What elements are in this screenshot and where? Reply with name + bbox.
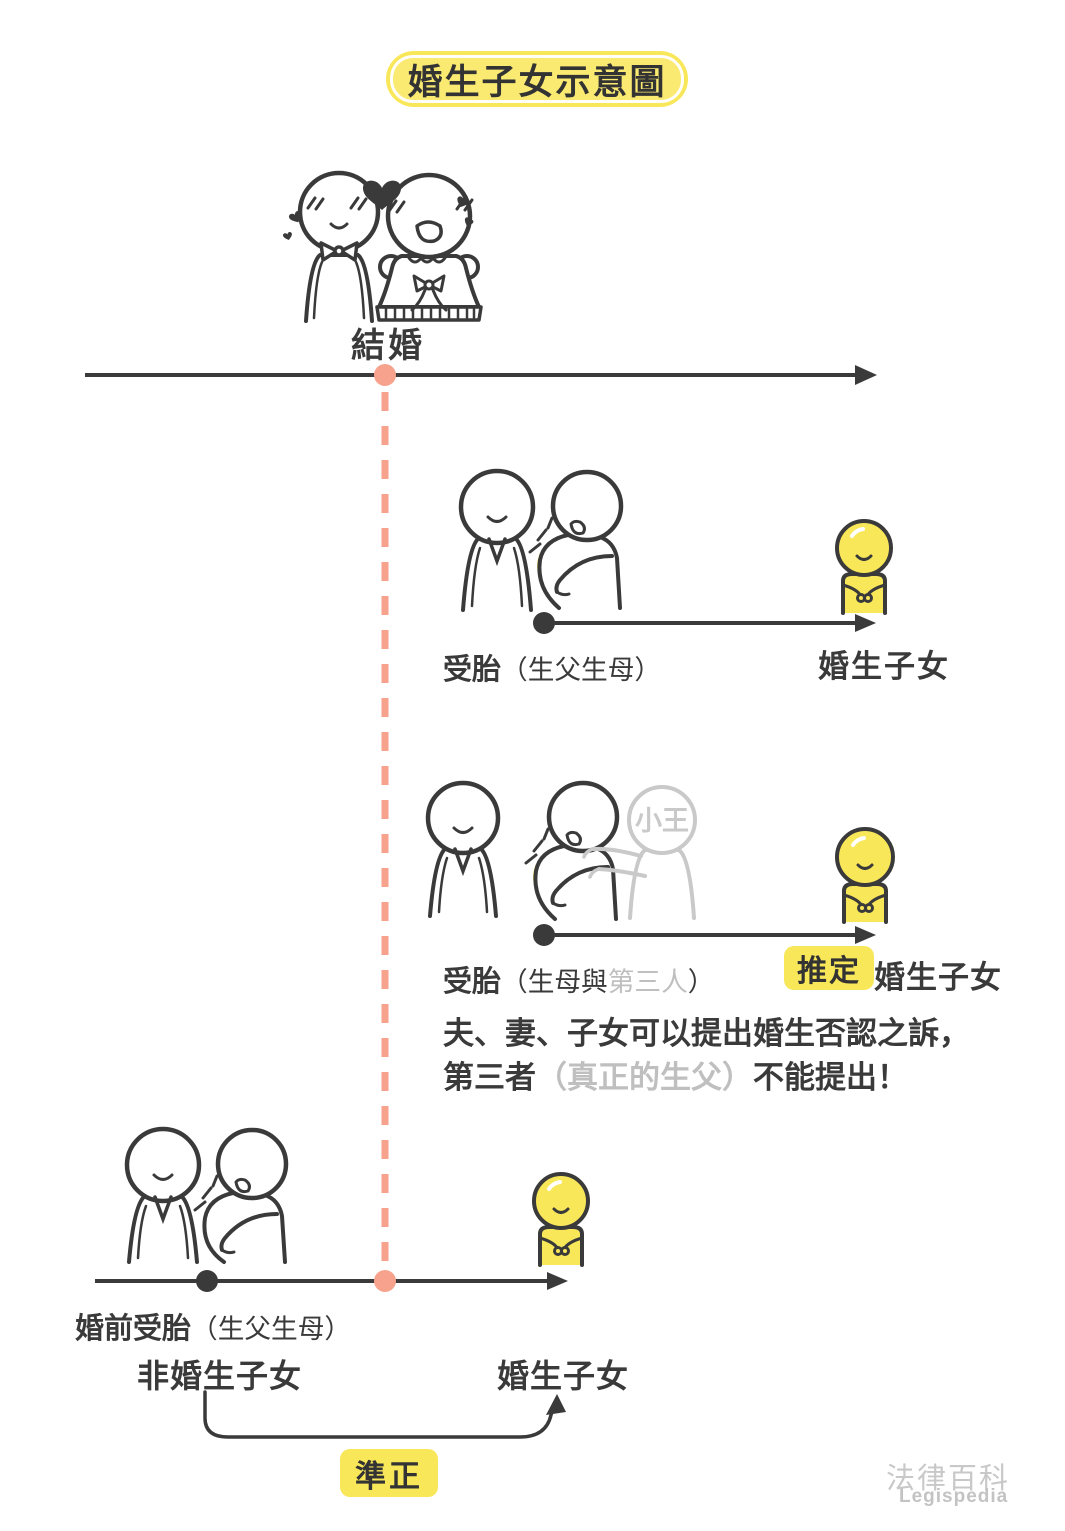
father-figure — [124, 1126, 202, 1264]
married-couple-illustration — [282, 170, 483, 323]
presumed-badge: 推定 — [784, 946, 874, 990]
event-paren-text: （生母與 — [501, 967, 608, 997]
timeline-presumed — [533, 924, 876, 946]
wedlock-conception-label: 受胎（生父生母） — [443, 646, 661, 688]
note-line-2: 第三者（真正的生父）不能提出！ — [443, 1056, 970, 1100]
arrowhead — [547, 1272, 568, 1290]
note-prefix-text: 第三者 — [443, 1060, 536, 1095]
legitimation-bracket-arrow — [203, 1390, 566, 1439]
brand-logo-zh: 法律百科 — [886, 1463, 1011, 1495]
heart-icon — [362, 180, 402, 210]
event-paren-text: （生父生母） — [501, 655, 662, 685]
brand-logo-en: Legispedia — [899, 1486, 1009, 1507]
wedlock-result-label: 婚生子女 — [818, 649, 950, 684]
arrowhead — [855, 926, 876, 944]
presumed-result-label: 婚生子女 — [874, 960, 1002, 995]
diagram-title: 婚生子女示意圖 — [386, 51, 688, 107]
baby-icon — [532, 1172, 590, 1267]
arrowhead — [855, 614, 876, 632]
father-figure — [458, 468, 536, 612]
ghost-third-party-figure — [627, 785, 697, 920]
legitimate-child-label: 婚生子女 — [497, 1358, 630, 1394]
event-paren-text: （生父生母） — [191, 1314, 352, 1344]
father-figure — [425, 780, 501, 918]
presumed-illustration: 小王 — [425, 780, 895, 946]
note-line-1: 夫、妻、子女可以提出婚生否認之訴， — [443, 1016, 970, 1051]
event-main-text: 受胎 — [443, 966, 502, 998]
legitimation-badge: 準正 — [340, 1449, 438, 1497]
illegitimate-child-label: 非婚生子女 — [137, 1358, 303, 1394]
small-heart-icon — [282, 231, 294, 242]
conception-dot — [533, 924, 555, 946]
conception-dot — [533, 612, 555, 634]
marriage-point-dot — [374, 1270, 396, 1292]
third-party-text: 第三人 — [607, 967, 688, 997]
bride-figure — [375, 172, 483, 322]
pregnant-mother-figure — [524, 780, 620, 921]
diagram-title-text: 婚生子女示意圖 — [407, 62, 667, 102]
ghost-arms — [582, 846, 647, 879]
baby-icon — [835, 827, 895, 924]
note-suffix-text: 不能提出！ — [753, 1060, 908, 1095]
premarital-illustration — [95, 1126, 590, 1439]
presumed-conception-label: 受胎（生母與第三人） — [443, 958, 714, 1000]
wedlock-conception-illustration — [458, 468, 893, 634]
denial-suit-note: 夫、妻、子女可以提出婚生否認之訴， 第三者（真正的生父）不能提出！ — [443, 1012, 970, 1100]
pregnant-mother-figure — [193, 1127, 289, 1264]
event-paren-text: ） — [687, 967, 715, 997]
conception-dot — [196, 1270, 218, 1292]
timeline-wedlock — [533, 612, 876, 634]
baby-icon — [835, 519, 893, 615]
arrowhead — [855, 365, 877, 385]
real-father-text: （真正的生父） — [536, 1060, 753, 1095]
marriage-point-dot — [374, 364, 396, 386]
arrowhead — [546, 1394, 566, 1415]
event-main-text: 婚前受胎 — [75, 1313, 192, 1345]
marriage-label: 結婚 — [351, 327, 425, 365]
premarital-conception-label: 婚前受胎（生父生母） — [75, 1305, 351, 1347]
timeline-main — [85, 364, 877, 386]
pregnant-mother-figure — [528, 469, 624, 610]
groom-figure — [297, 170, 381, 323]
timeline-premarital — [95, 1270, 568, 1292]
event-main-text: 受胎 — [443, 654, 502, 686]
ghost-name-label: 小王 — [635, 806, 689, 836]
